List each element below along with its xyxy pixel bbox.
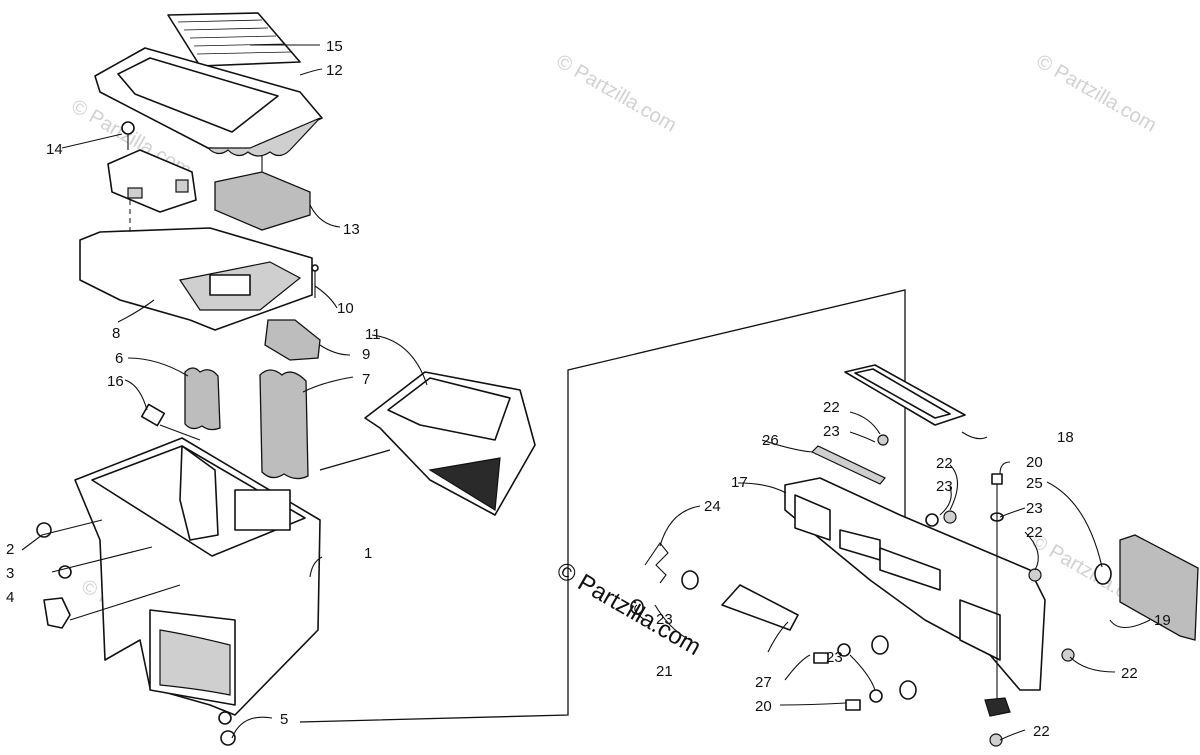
part-6-foam: [184, 367, 221, 431]
callout-17: 17: [731, 474, 748, 491]
callout-19: 19: [1154, 612, 1171, 629]
part-9-foam: [264, 319, 321, 361]
callout-23-a: 23: [823, 423, 840, 440]
part-26-strip: [810, 445, 886, 485]
nut-b: [943, 510, 957, 524]
washer-f: [869, 689, 883, 703]
callout-20-b: 20: [755, 698, 772, 715]
callout-9: 9: [362, 346, 370, 363]
washer-a: [681, 570, 699, 590]
part-11-boot: [364, 371, 536, 516]
part-8-tray: [79, 227, 313, 331]
part-24-wire: [644, 542, 669, 584]
callout-22-e: 22: [1033, 723, 1050, 740]
part-18-gasket: [844, 364, 966, 426]
callout-13: 13: [343, 221, 360, 238]
callout-4: 4: [6, 589, 14, 606]
part-7-foam: [259, 369, 309, 480]
callout-2: 2: [6, 541, 14, 558]
nut-a: [877, 434, 889, 446]
washer-c: [871, 635, 889, 655]
part-19-foam: [1119, 534, 1199, 641]
callout-23-d: 23: [656, 611, 673, 628]
callout-21: 21: [656, 663, 673, 680]
callout-12: 12: [326, 62, 343, 79]
bolt-20-a: [813, 652, 829, 664]
washer-d: [899, 680, 917, 700]
part-15-screen: [167, 12, 301, 67]
assembly-frame-line: [299, 289, 906, 723]
callout-26: 26: [762, 432, 779, 449]
callout-22-c: 22: [1026, 524, 1043, 541]
callout-16: 16: [107, 373, 124, 390]
callout-25: 25: [1026, 475, 1043, 492]
callout-24: 24: [704, 498, 721, 515]
callout-23-b: 23: [936, 478, 953, 495]
electronic-module: [107, 149, 197, 255]
callout-23-c: 23: [1026, 500, 1043, 517]
part-27-bracket: [721, 584, 799, 631]
callout-22-a: 22: [823, 399, 840, 416]
callout-11: 11: [365, 326, 381, 343]
callout-27: 27: [755, 674, 772, 691]
callout-1: 1: [364, 545, 372, 562]
callout-20-a: 20: [1026, 454, 1043, 471]
nut-c: [1028, 568, 1042, 582]
part-4-clip: [43, 597, 71, 629]
callout-14: 14: [46, 141, 63, 158]
washer-g: [925, 513, 939, 527]
watermark-faint-2: © Partzilla.com: [553, 50, 681, 136]
leader-lines: [21, 44, 1151, 741]
watermark-faint-3: © Partzilla.com: [1033, 50, 1161, 136]
callout-5: 5: [280, 711, 288, 728]
part-13-foam: [214, 155, 311, 231]
watermark-main: © Partzilla.com: [552, 557, 706, 661]
part-25-plug: [1094, 563, 1112, 585]
part-1-airbox: [74, 437, 321, 725]
callout-6: 6: [115, 350, 123, 367]
part-17-duct: [784, 477, 1046, 691]
part-10-screw: [311, 264, 319, 298]
washer-e: [837, 643, 851, 657]
callout-18: 18: [1057, 429, 1074, 446]
clip-bottom: [984, 697, 1011, 717]
assembly-frame-link: [319, 449, 391, 471]
callout-10: 10: [337, 300, 354, 317]
nut-e: [989, 733, 1003, 747]
bolt-20-b: [845, 699, 861, 711]
bolt-20-top: [991, 473, 1003, 700]
part-14-screw: [121, 121, 135, 150]
callout-3: 3: [6, 565, 14, 582]
callout-8: 8: [112, 325, 120, 342]
part-5-grommet: [220, 730, 236, 746]
callout-22-b: 22: [936, 455, 953, 472]
callout-23-e: 23: [826, 649, 843, 666]
callout-22-d: 22: [1121, 665, 1138, 682]
callout-7: 7: [362, 371, 370, 388]
callout-15: 15: [326, 38, 343, 55]
part-12-lid: [94, 47, 323, 157]
